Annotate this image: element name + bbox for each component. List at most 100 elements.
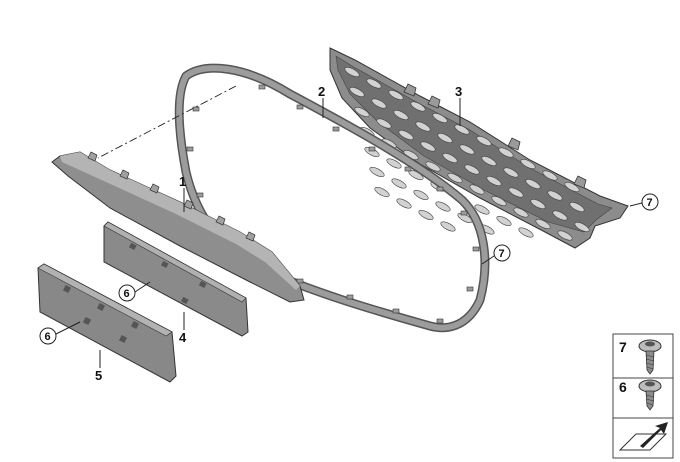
frame-clip	[296, 104, 304, 110]
svg-text:5: 5	[95, 368, 102, 383]
frame-clip	[258, 84, 266, 90]
grille-cell	[464, 164, 480, 175]
grille-cell	[520, 159, 536, 169]
grille-cell	[386, 158, 402, 169]
frame-clips	[186, 84, 480, 324]
grille-cell	[547, 190, 563, 201]
frame-clip	[296, 278, 304, 284]
grille-cell	[542, 170, 558, 181]
frame-clip	[466, 286, 474, 292]
grille-cell	[354, 107, 370, 117]
callout-screw-7-b[interactable]: 7	[629, 193, 659, 211]
grille-cell	[535, 219, 551, 229]
callout-screw-6-a[interactable]: 6	[118, 281, 151, 302]
grille-cell	[437, 133, 453, 143]
grille-cell	[344, 67, 360, 77]
frame-clip	[460, 210, 468, 216]
frame-clip	[196, 192, 204, 198]
torx-screw-icon	[638, 379, 662, 411]
svg-text:1: 1	[179, 174, 186, 189]
svg-text:3: 3	[455, 84, 462, 99]
grille-cell	[447, 173, 463, 183]
grille-cell	[569, 202, 585, 212]
grille-cell	[442, 153, 458, 163]
grille-cell	[425, 161, 441, 172]
frame-clip	[346, 294, 354, 300]
callout-4[interactable]: 4	[179, 312, 187, 345]
frame-clip	[392, 308, 400, 314]
legend-item-6[interactable]: 6	[619, 379, 662, 411]
frame-clip	[436, 318, 444, 324]
grille-cell	[557, 230, 573, 241]
svg-text:6: 6	[619, 379, 627, 395]
legend-item-7[interactable]: 7	[619, 339, 662, 375]
grille-cell	[415, 121, 431, 132]
frame-clip	[186, 146, 194, 152]
svg-text:7: 7	[499, 248, 505, 260]
frame-clip	[368, 146, 376, 152]
alignment-line	[97, 85, 237, 159]
grille-cell	[366, 78, 382, 89]
grille-cell	[513, 207, 529, 218]
frame-clip	[192, 106, 200, 112]
grille-cell	[396, 198, 412, 209]
svg-text:7: 7	[647, 197, 653, 209]
grille-cell	[498, 147, 514, 158]
frame-clip	[472, 246, 480, 252]
grille-cell	[454, 124, 470, 135]
grille-cell	[413, 190, 429, 200]
grille-cell	[481, 156, 497, 166]
svg-text:6: 6	[45, 331, 51, 343]
grille-cell	[393, 110, 409, 120]
grille-cell	[420, 141, 436, 152]
frame-part-2[interactable]	[174, 63, 490, 333]
plate-base-part-5[interactable]	[37, 263, 177, 383]
grille-cell	[486, 176, 502, 186]
trim-strip-part-1[interactable]	[51, 151, 305, 303]
grille-cell	[459, 144, 475, 155]
frame-clip	[436, 186, 444, 192]
grille-cell	[374, 187, 390, 197]
callout-2[interactable]: 2	[318, 84, 325, 118]
grille-mesh	[344, 67, 590, 241]
grille-cell	[369, 167, 385, 177]
catalog-arrow-icon[interactable]	[618, 422, 668, 451]
grille-cell	[440, 221, 456, 232]
grille-cell	[474, 204, 490, 215]
svg-text:4: 4	[179, 330, 187, 345]
callout-5[interactable]: 5	[95, 350, 102, 383]
grille-cell	[418, 210, 434, 220]
grille-cell	[525, 179, 541, 189]
frame-clip	[332, 126, 340, 132]
grille-cell	[469, 184, 485, 195]
grille-cell	[496, 216, 512, 226]
grille-cell	[398, 130, 414, 140]
grille-cell	[432, 113, 448, 123]
grille-cell	[435, 201, 451, 212]
grille-cell	[530, 199, 546, 209]
callout-3[interactable]: 3	[455, 84, 462, 126]
callout-screw-6-b[interactable]: 6	[39, 321, 81, 345]
grille-part-3[interactable]	[329, 47, 629, 249]
grille-cell	[376, 118, 392, 129]
legend-panel: 7 6	[612, 333, 674, 459]
grille-cell	[371, 98, 387, 109]
svg-text:6: 6	[124, 288, 130, 300]
svg-text:7: 7	[619, 339, 627, 355]
svg-text:2: 2	[318, 84, 325, 99]
frame-clip	[404, 166, 412, 172]
grille-cell	[349, 87, 365, 97]
grille-cell	[508, 187, 524, 198]
grille-cell	[476, 136, 492, 146]
grille-cell	[574, 222, 590, 232]
callout-screw-7-a[interactable]: 7	[481, 244, 511, 265]
grille-cell	[391, 178, 407, 189]
grille-cell	[388, 90, 404, 100]
plate-bracket-part-4[interactable]	[103, 221, 249, 337]
grille-cell	[503, 167, 519, 178]
grille-cell	[410, 101, 426, 112]
grille-cell	[552, 210, 568, 221]
callout-1[interactable]: 1	[179, 174, 186, 212]
grille-cell	[518, 227, 534, 238]
